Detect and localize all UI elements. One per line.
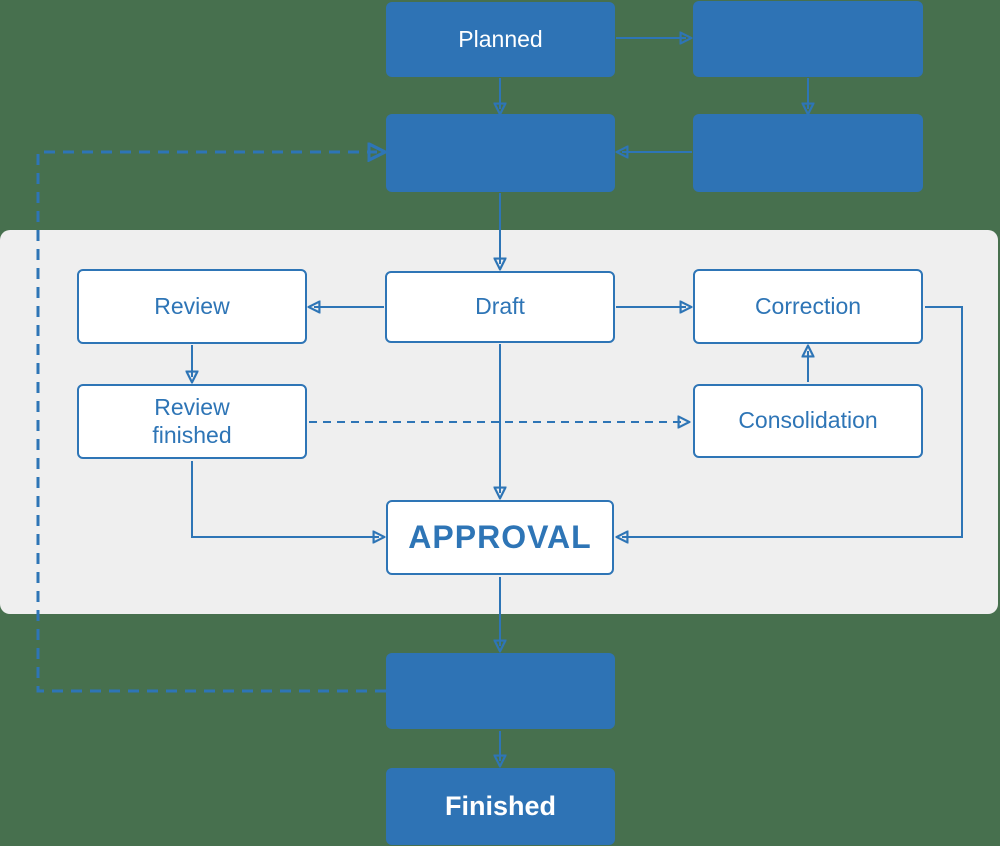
node-correction-label: Correction [754, 292, 862, 319]
node-finished: Finished [386, 768, 615, 845]
node-stage-post-approval [386, 653, 615, 729]
node-consolidation-label: Consolidation [738, 407, 878, 434]
node-stage-top-right [693, 1, 923, 77]
node-review-label: Review [154, 292, 230, 319]
node-finished-label: Finished [444, 791, 556, 822]
node-consolidation: Consolidation [693, 384, 923, 458]
node-draft: Draft [385, 271, 615, 343]
node-review-finished: Review finished [77, 384, 307, 459]
node-review-finished-label: Review finished [152, 393, 232, 448]
node-planned-label: Planned [458, 25, 543, 52]
node-draft-label: Draft [475, 293, 525, 320]
node-correction: Correction [693, 269, 923, 344]
node-approval-label: APPROVAL [408, 519, 592, 556]
node-approval: APPROVAL [386, 500, 614, 575]
node-stage-mid-right [693, 114, 923, 192]
node-review: Review [77, 269, 307, 344]
node-planned: Planned [386, 2, 615, 77]
node-stage-mid-left [386, 114, 615, 192]
